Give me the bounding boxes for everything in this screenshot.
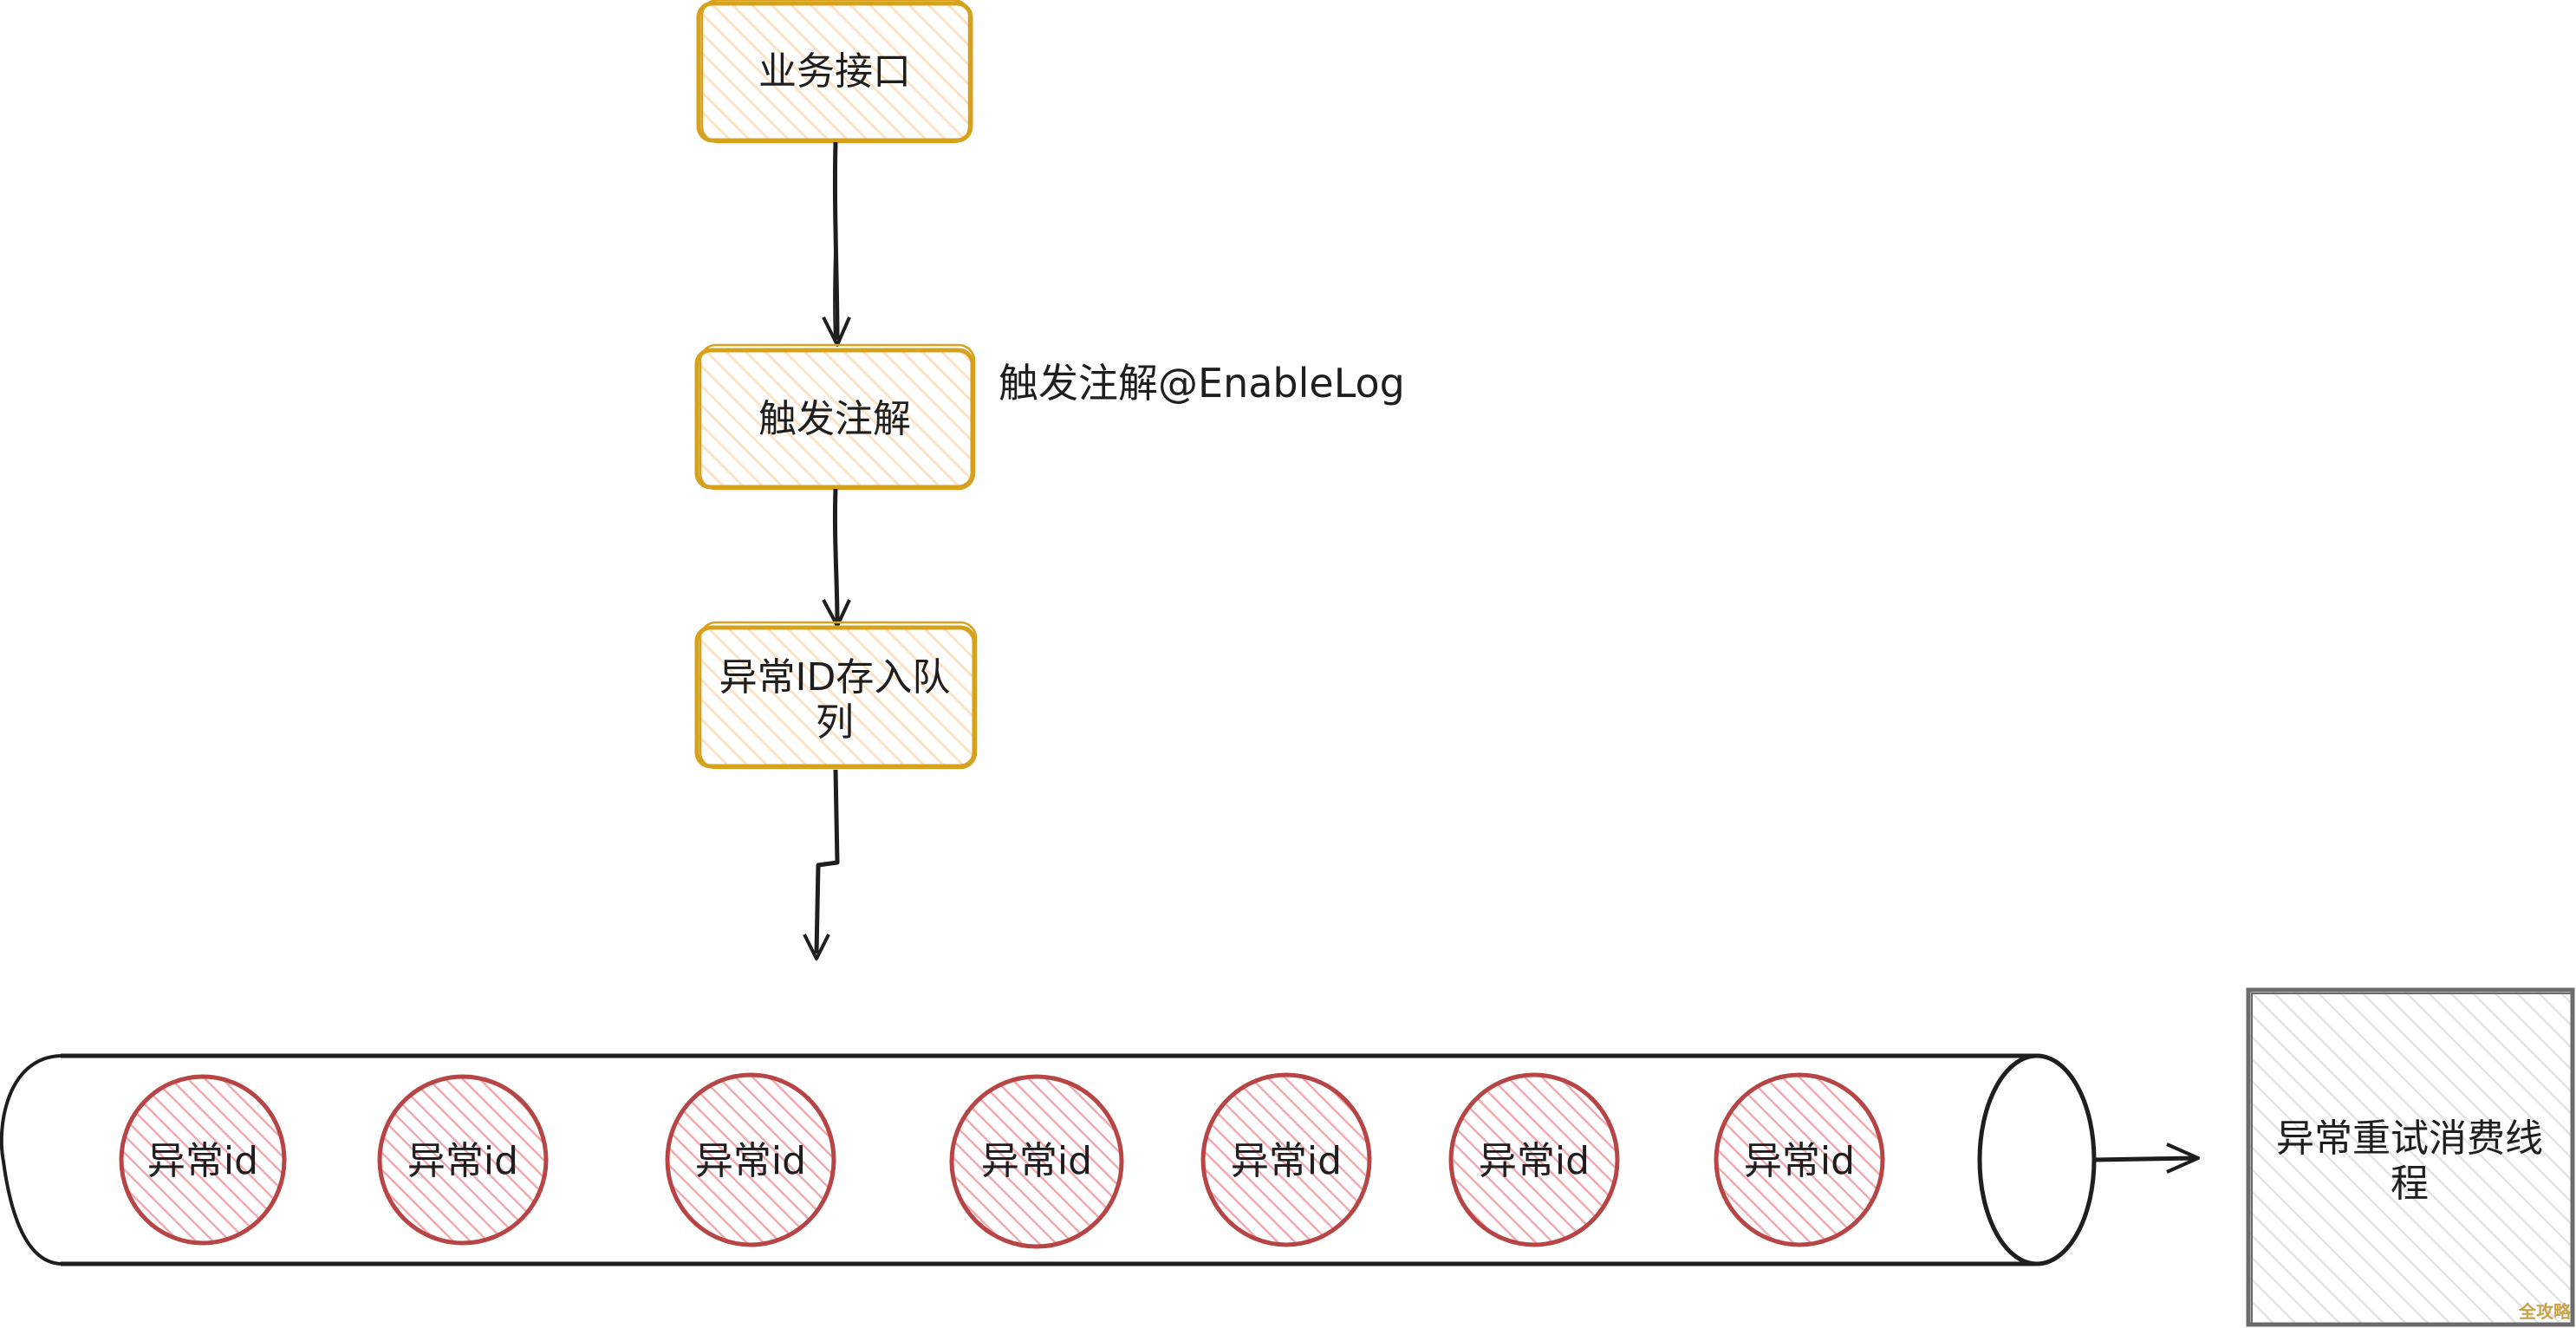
arrow-annotation-to-queue-store	[822, 488, 851, 628]
queue-item-label: 异常id	[1231, 1139, 1342, 1183]
queue-item-3: 异常id	[665, 1072, 836, 1247]
queue-item-label: 异常id	[407, 1139, 518, 1183]
queue-item-6: 异常id	[1448, 1072, 1620, 1247]
node-trigger-annotation: 触发注解	[694, 343, 976, 491]
queue-item-label: 异常id	[1479, 1139, 1590, 1183]
arrow-api-to-annotation	[822, 141, 851, 347]
queue-item-7: 异常id	[1714, 1072, 1885, 1247]
node-business-api-label: 业务接口	[758, 49, 911, 94]
queue-items: 异常id 异常id 异常id 异常id 异常id 异常id 异常id	[119, 1072, 1885, 1249]
node-retry-consumer-label-line1: 异常重试消费线	[2276, 1116, 2543, 1161]
queue-item-2: 异常id	[377, 1074, 549, 1246]
node-retry-consumer-label-line2: 程	[2391, 1162, 2429, 1206]
queue-item-label: 异常id	[695, 1139, 806, 1183]
queue-item-label: 异常id	[147, 1139, 258, 1183]
node-retry-consumer: 异常重试消费线 程	[2246, 987, 2575, 1327]
watermark-logo: 全攻略	[2519, 1301, 2571, 1322]
queue-item-1: 异常id	[119, 1074, 287, 1246]
node-store-queue-label-line1: 异常ID存入队	[719, 655, 951, 700]
node-trigger-annotation-label: 触发注解	[758, 397, 911, 441]
node-business-api: 业务接口	[696, 0, 973, 144]
annotation-note: 触发注解@EnableLog	[999, 360, 1405, 407]
arrow-store-to-queue	[803, 769, 840, 960]
queue-item-label: 异常id	[1744, 1139, 1855, 1183]
arrow-queue-to-consumer	[2093, 1142, 2200, 1174]
node-store-queue-label-line2: 列	[816, 700, 854, 745]
queue-item-label: 异常id	[981, 1139, 1092, 1183]
node-store-queue: 异常ID存入队 列	[694, 621, 978, 770]
queue-item-4: 异常id	[949, 1074, 1124, 1249]
queue-item-5: 异常id	[1200, 1072, 1372, 1247]
